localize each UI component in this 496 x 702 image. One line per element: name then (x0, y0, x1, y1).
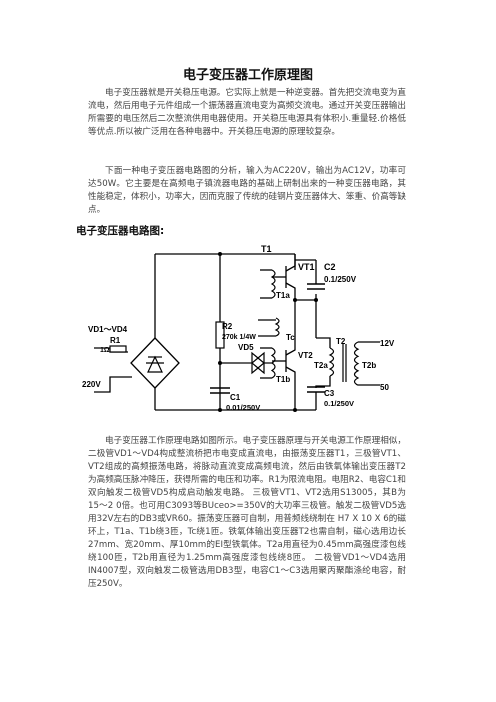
label-r1-value: 1Ω (100, 347, 110, 354)
section-heading: 电子变压器电路图: (76, 225, 165, 237)
c1-capacitor (210, 387, 230, 394)
label-tc: Tc (286, 333, 295, 342)
label-vt1: VT1 (298, 262, 315, 272)
label-c2-value: 0.1/250V (324, 275, 357, 284)
page-title: 电子变压器工作原理图 (182, 68, 313, 83)
intro-paragraph: 电子变压器就是开关稳压电源。它实际上就是一种逆变器。首先把交流电变为直流电，然后… (88, 88, 406, 137)
label-220v: 220V (82, 380, 101, 389)
label-t2: T2 (336, 337, 346, 346)
label-t1a: T1a (276, 291, 290, 300)
t1-coils (270, 269, 280, 379)
label-t1b: T1b (276, 375, 290, 384)
t2-coils (328, 341, 360, 386)
label-c2: C2 (324, 262, 336, 272)
explanation-paragraph: 电子变压器工作原理电路如图所示。电子变压器原理与开关电源工作原理相似，二极管VD… (88, 436, 406, 589)
label-t1: T1 (261, 244, 272, 254)
circuit-labels: T1 VT1 C2 0.1/250V T1a R2 270k 1/4W VD1～… (82, 244, 395, 412)
analysis-paragraph: 下面一种电子变压器电路图的分析，输入为AC220V，输出为AC12V，功率可达5… (88, 166, 406, 215)
label-50: 50 (380, 383, 389, 392)
c2-capacitor (307, 283, 325, 290)
label-vd1-vd4: VD1～VD4 (88, 325, 128, 334)
r1-resistor (109, 345, 127, 353)
label-vt2: VT2 (298, 351, 313, 360)
c3-capacitor (307, 386, 325, 393)
r2-resistor (215, 321, 225, 349)
circuit-svg: T1 VT1 C2 0.1/250V T1a R2 270k 1/4W VD1～… (82, 244, 395, 412)
label-c3: C3 (324, 389, 335, 398)
label-r2: R2 (222, 322, 233, 331)
bridge-diode-symbol (146, 355, 164, 373)
label-c3-value: 0.1/250V (324, 399, 354, 408)
label-vd5: VD5 (238, 343, 254, 352)
label-c1-value: 0.01/250V (226, 403, 260, 412)
label-t2b: T2b (362, 361, 376, 370)
label-r2-value: 270k 1/4W (222, 334, 256, 341)
label-t2a: T2a (314, 361, 328, 370)
junction-dots (218, 252, 318, 412)
label-12v: 12V (380, 339, 395, 348)
label-r1: R1 (110, 336, 121, 345)
circuit-diagram: T1 VT1 C2 0.1/250V T1a R2 270k 1/4W VD1～… (80, 240, 416, 418)
label-c1: C1 (230, 393, 241, 402)
vd5-diac (240, 351, 272, 375)
